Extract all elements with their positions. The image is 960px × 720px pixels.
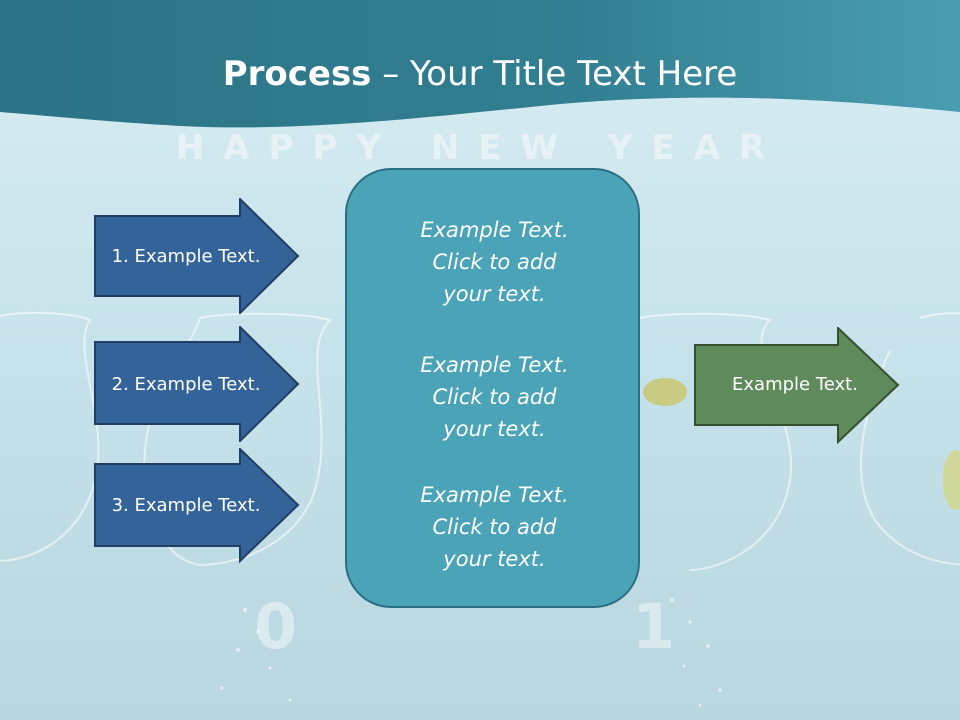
background-digit-left: 0 — [254, 590, 298, 663]
left-arrow-3[interactable] — [94, 448, 300, 564]
center-block-1-line-3: your text. — [443, 282, 546, 306]
center-text-block-3: Example Text. Click to add your text. — [347, 479, 642, 575]
left-arrow-2-label: 2. Example Text. — [111, 373, 261, 395]
background-digit-right: 1 — [632, 590, 676, 663]
right-arrow[interactable] — [694, 327, 900, 444]
center-block-1-line-2: Click to add — [432, 250, 557, 274]
center-block-3-line-2: Click to add — [432, 515, 557, 539]
center-block-3-line-3: your text. — [443, 547, 546, 571]
center-content-box[interactable]: Example Text. Click to add your text. Ex… — [345, 168, 640, 608]
center-block-2-line-3: your text. — [443, 417, 546, 441]
center-text-block-1: Example Text. Click to add your text. — [347, 214, 642, 310]
center-block-1-line-1: Example Text. — [420, 218, 569, 242]
title-rest: – Your Title Text Here — [371, 54, 738, 94]
center-block-2-line-1: Example Text. — [420, 353, 569, 377]
left-arrow-2[interactable] — [94, 326, 300, 442]
center-block-2-line-2: Click to add — [432, 385, 557, 409]
left-arrow-1-label: 1. Example Text. — [111, 245, 261, 267]
left-arrow-1[interactable] — [94, 198, 300, 314]
left-arrow-3-label: 3. Example Text. — [111, 494, 261, 516]
background-banner-text: HAPPY NEW YEAR — [175, 128, 785, 168]
title-bold: Process — [222, 54, 372, 94]
center-text-block-2: Example Text. Click to add your text. — [347, 349, 642, 445]
center-block-3-line-1: Example Text. — [420, 483, 569, 507]
slide-title: Process – Your Title Text Here — [0, 52, 960, 96]
right-arrow-label: Example Text. — [732, 373, 858, 395]
